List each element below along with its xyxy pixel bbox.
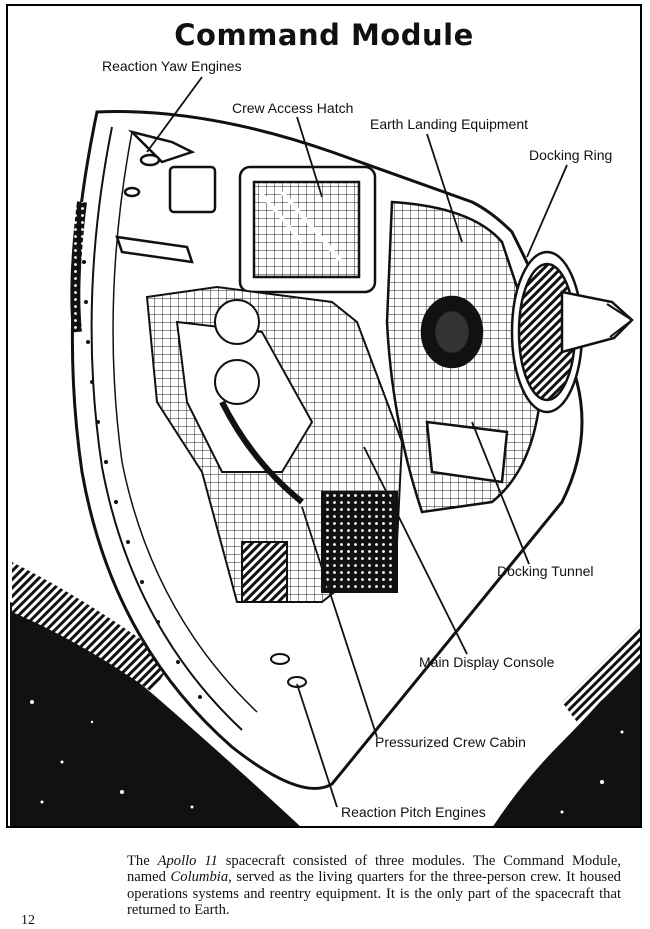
label-docking-tunnel: Docking Tunnel [497, 563, 594, 579]
command-module-illustration [10, 76, 640, 826]
label-docking-ring: Docking Ring [529, 147, 613, 163]
yaw-engine-brackets [115, 129, 217, 264]
caption-columbia-name: Columbia [170, 869, 229, 886]
label-reaction-pitch-engines: Reaction Pitch Engines [341, 804, 486, 820]
label-crew-access-hatch: Crew Access Hatch [232, 100, 354, 116]
pitch-engines [270, 653, 307, 688]
caption-paragraph: The Apollo 11 spacecraft consisted of th… [127, 853, 621, 919]
label-main-display-console: Main Display Console [419, 654, 555, 670]
caption-text-2: spacecraft consisted of three modules. T… [127, 853, 621, 886]
page-number: 12 [21, 913, 35, 928]
label-earth-landing-equipment: Earth Landing Equipment [370, 116, 528, 132]
caption-text-3: , served as the living quarters for the … [127, 869, 621, 919]
illustration-frame: Command Module Reaction Yaw Engines Crew… [6, 4, 642, 828]
label-pressurized-crew-cabin: Pressurized Crew Cabin [375, 734, 526, 750]
page-title: Command Module [174, 18, 474, 52]
docking-ring [510, 250, 634, 414]
cutaway-interior [145, 285, 404, 603]
caption-text-1: The [127, 853, 158, 869]
callout-leader-lines [146, 76, 568, 808]
space-background-left [10, 562, 300, 826]
crew-access-hatch-window [238, 165, 377, 294]
space-background-right [493, 623, 640, 826]
earth-landing-section [385, 200, 544, 514]
caption-apollo-name: Apollo 11 [157, 853, 218, 869]
heat-shield-rivets [82, 260, 202, 699]
label-reaction-yaw-engines: Reaction Yaw Engines [102, 58, 242, 74]
